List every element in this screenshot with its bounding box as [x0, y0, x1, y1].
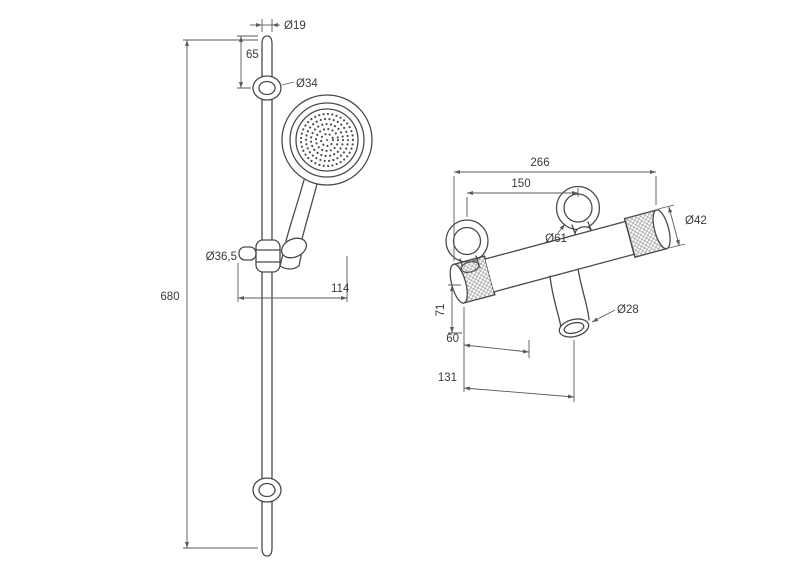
top-wall-bracket	[252, 75, 282, 101]
hand-shower-head	[281, 94, 373, 186]
dim-rail-diameter: Ø19	[250, 19, 306, 32]
dim-label-spout-reach: 60	[446, 333, 459, 345]
right-handle	[623, 209, 671, 258]
rail-slider	[238, 239, 281, 273]
dim-rail-length: 680	[160, 39, 258, 549]
dim-top-offset: 65	[237, 35, 259, 89]
dim-label-bracket-diameter: Ø34	[296, 78, 318, 90]
dim-label-escutcheon-diameter: Ø61	[545, 233, 567, 245]
dim-overall-depth: 131	[438, 340, 575, 402]
dim-handle-diameter: Ø42	[657, 204, 707, 249]
dim-label-overall-width: 266	[530, 157, 549, 169]
dim-label-rail-diameter: Ø19	[284, 20, 306, 32]
dim-connection-centers: 150	[466, 178, 579, 217]
dim-label-overall-depth: 131	[438, 372, 457, 384]
dim-spout-diameter: Ø28	[591, 304, 639, 323]
dim-slider-diameter: Ø36,5	[206, 251, 237, 263]
dim-bracket-diameter: Ø34	[281, 78, 318, 90]
mixer-body-group	[449, 209, 671, 304]
dim-spout-reach: 60	[446, 307, 530, 358]
dim-label-handset-projection: 114	[331, 283, 350, 295]
dim-overall-width: 266	[453, 157, 657, 261]
dim-label-handle-diameter: Ø42	[685, 215, 707, 227]
dim-label-slider-diameter: Ø36,5	[206, 251, 237, 263]
dim-escutcheon-diameter: Ø61	[545, 223, 567, 245]
spout	[549, 268, 590, 338]
left-handle	[449, 255, 496, 304]
dim-handset-projection: 114	[237, 256, 350, 302]
dim-label-spout-diameter: Ø28	[617, 304, 639, 316]
handset-handle	[285, 179, 318, 248]
dim-label-rail-length: 680	[160, 291, 179, 303]
slide-rail	[261, 35, 273, 557]
mixer-body	[484, 220, 635, 293]
handset-holder	[279, 237, 308, 270]
left-escutcheon	[445, 219, 489, 263]
spray-face-dots	[299, 112, 355, 168]
dim-label-height: 71	[435, 304, 447, 317]
dim-label-top-offset: 65	[246, 49, 259, 61]
bath-mixer-drawing: 266 150 Ø61 Ø42 Ø28 71	[435, 157, 707, 402]
shower-rail-set-drawing: Ø19 65 Ø34 Ø36,5 114 680	[160, 19, 373, 557]
slider-lock-knob	[238, 246, 257, 261]
right-escutcheon	[555, 185, 601, 231]
bottom-wall-bracket	[252, 477, 282, 503]
dim-label-connection-centers: 150	[511, 178, 530, 190]
dim-height: 71	[435, 284, 462, 334]
